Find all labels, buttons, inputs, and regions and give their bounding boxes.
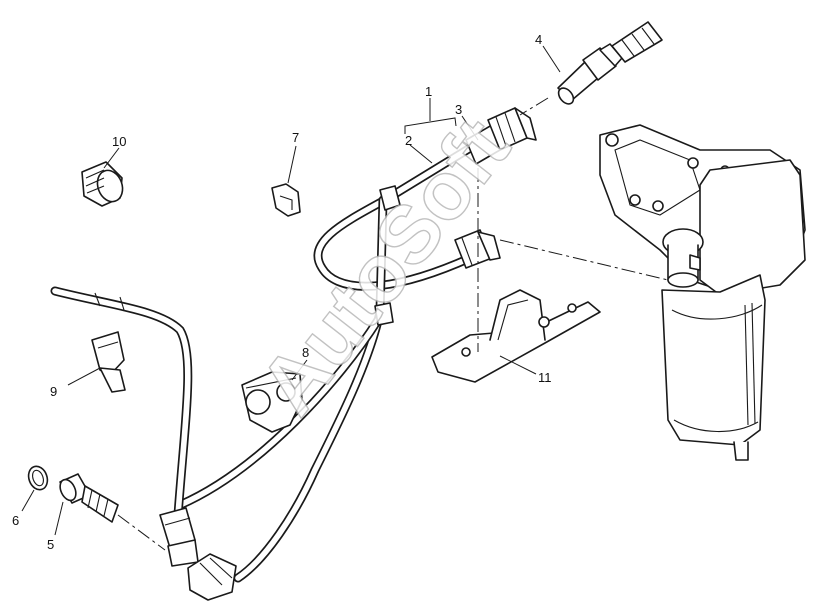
callout-3: 3: [455, 102, 462, 117]
callout-leaders: [21, 45, 561, 536]
fitting-part-5: [59, 473, 119, 523]
hose-cross: [175, 315, 383, 510]
callout-10: 10: [112, 134, 126, 149]
cap-part-10: [81, 161, 124, 207]
callout-2: 2: [405, 133, 412, 148]
callout-6: 6: [12, 513, 19, 528]
hose-riser: [375, 195, 388, 317]
fuel-filter-assembly: [599, 124, 806, 461]
callout-1: 1: [425, 84, 432, 99]
watermark-text: AutoSoft: [242, 102, 527, 431]
assembly-lines: [117, 97, 669, 551]
connector-part-3: [465, 107, 537, 165]
clip-part-9: [91, 331, 126, 393]
callout-7: 7: [292, 130, 299, 145]
fitting-part-4: [557, 21, 663, 105]
hose-left: [50, 286, 193, 520]
hose-main-loop: [313, 140, 480, 291]
callout-5: 5: [47, 537, 54, 552]
connector-filter-lower: [454, 229, 501, 269]
hose-clip-lower: [374, 302, 394, 326]
connector-lower-left: [159, 507, 199, 567]
connector-lower-elbow: [187, 553, 237, 601]
callout-11: 11: [538, 370, 552, 385]
hose-clip-upper: [379, 185, 401, 211]
clip-part-7: [271, 183, 301, 217]
o-ring-part-6: [27, 465, 49, 491]
bracket-part-11: [431, 289, 601, 383]
callout-9: 9: [50, 384, 57, 399]
callout-8: 8: [302, 345, 309, 360]
callout-4: 4: [535, 32, 542, 47]
hose-lower-long: [233, 307, 385, 583]
clamp-part-8: [241, 371, 303, 433]
